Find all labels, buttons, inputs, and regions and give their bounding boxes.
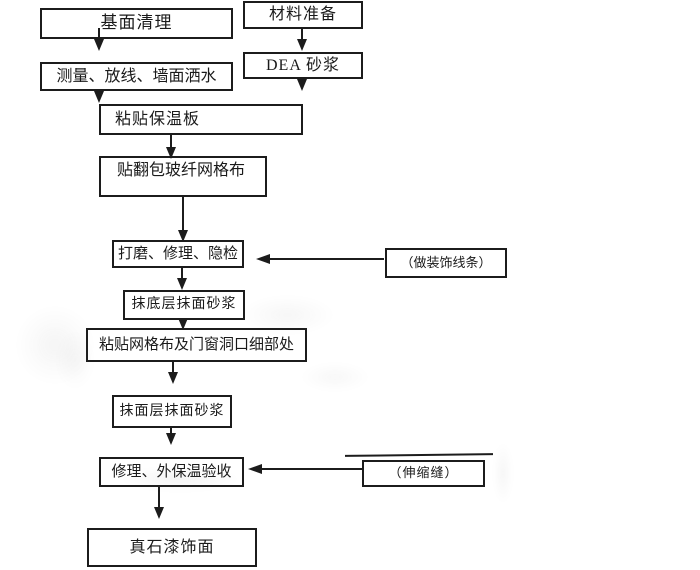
node-wrap-fiberglass-mesh: 贴翻包玻纤网格布 <box>99 156 267 197</box>
node-finish-coat-mortar: 抹面层抹面砂浆 <box>112 395 232 428</box>
edge-grind-line <box>181 268 183 279</box>
edge-mesh-detail-arrowhead <box>168 372 178 384</box>
edge-finish-coat-line <box>170 428 172 434</box>
edge-wrap-mesh-arrowhead <box>178 230 188 242</box>
node-grind-repair-inspect: 打磨、修理、隐检 <box>112 240 244 268</box>
edge-mesh-detail-line <box>172 361 174 373</box>
edge-finish-coat-arrowhead <box>166 433 176 445</box>
edge-base-coat-arrowhead <box>178 318 188 330</box>
edge-measure-arrowhead <box>94 91 104 103</box>
edge-decorative-lines-line <box>270 258 384 260</box>
edge-base-clean-arrowhead <box>94 39 104 51</box>
node-base-coat-mortar: 抹底层抹面砂浆 <box>123 290 245 320</box>
node-decorative-lines: （做装饰线条） <box>385 248 507 278</box>
node-expansion-joint: （伸缩缝） <box>362 460 485 487</box>
edge-repair-acceptance-line <box>158 487 160 508</box>
node-measure-layout-water: 测量、放线、墙面洒水 <box>40 62 233 91</box>
edge-expansion-joint-line <box>260 468 362 470</box>
node-repair-acceptance: 修理、外保温验收 <box>99 457 244 487</box>
node-base-clean: 基面清理 <box>40 8 233 39</box>
edge-dea-mortar-arrowhead <box>297 79 307 91</box>
edge-paste-board-arrowhead <box>166 147 176 159</box>
node-stone-paint-finish: 真石漆饰面 <box>87 528 257 567</box>
scan-smudge <box>15 305 95 385</box>
edge-grind-arrowhead <box>177 278 187 290</box>
node-material-prep: 材料准备 <box>243 1 363 29</box>
scan-smudge <box>55 330 95 390</box>
node-mesh-and-opening-detail: 粘贴网格布及门窗洞口细部处 <box>86 328 307 362</box>
edge-wrap-mesh-line <box>182 197 184 231</box>
scan-smudge <box>120 466 240 492</box>
stray-line <box>344 453 494 457</box>
edge-decorative-lines-arrowhead <box>256 254 270 264</box>
edge-expansion-joint-arrowhead <box>248 464 262 474</box>
node-paste-insulation-board: 粘贴保温板 <box>99 104 303 135</box>
edge-paste-board-line <box>170 135 172 148</box>
edge-base-clean-line <box>98 28 100 39</box>
node-dea-mortar: DEA 砂浆 <box>243 52 363 79</box>
edge-material-prep-line <box>301 29 303 40</box>
scan-smudge <box>300 362 370 392</box>
edge-repair-acceptance-arrowhead <box>154 507 164 519</box>
scan-smudge <box>493 442 513 504</box>
scan-smudge <box>240 295 335 335</box>
edge-material-prep-arrowhead <box>297 39 307 51</box>
